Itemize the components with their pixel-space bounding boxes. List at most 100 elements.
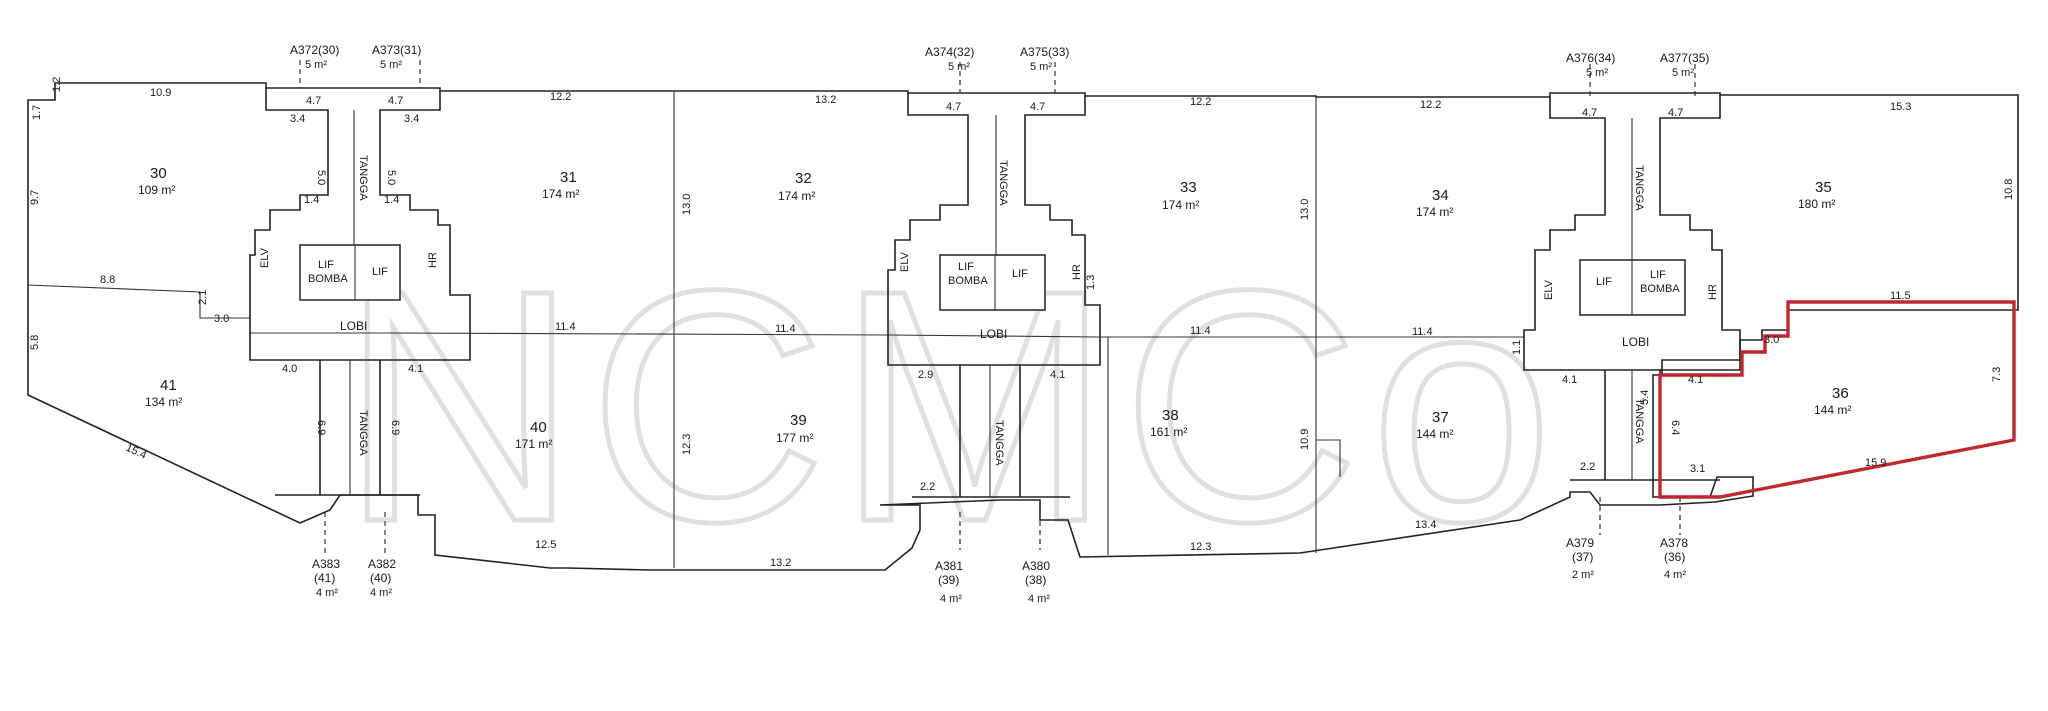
lobby-label-1: LOBI xyxy=(340,319,367,333)
core-dim-30b: 3.0 xyxy=(1764,334,1779,346)
core-dim-22a: 2.2 xyxy=(920,481,935,493)
elv-label-3: ELV xyxy=(1543,279,1555,300)
dim-v-4: 13.0 xyxy=(681,194,693,215)
acc-a379-area: 2 m² xyxy=(1572,569,1594,581)
acc-a379-ref: (37) xyxy=(1572,550,1593,564)
lot-35-area: 180 m² xyxy=(1798,197,1835,211)
dim-mid-5: 11.4 xyxy=(1412,326,1433,338)
lot-41-area: 134 m² xyxy=(145,395,182,409)
core-dim-47a: 4.7 xyxy=(306,95,321,107)
dim-top-5: 12.2 xyxy=(1190,96,1211,108)
edge-dimensions: 1.2 10.9 12.2 13.2 12.2 12.2 15.3 15.4 1… xyxy=(29,77,2015,569)
acc-a380-ref: (38) xyxy=(1025,573,1046,587)
acc-a377-area: 5 m² xyxy=(1672,67,1694,79)
core-dim-29: 1.3 xyxy=(1085,275,1097,290)
acc-a374-area: 5 m² xyxy=(948,61,970,73)
core-dim-21: 2.1 xyxy=(197,290,209,305)
core-dim-41a: 4.1 xyxy=(408,363,423,375)
acc-a380-area: 4 m² xyxy=(1028,593,1050,605)
lot-30-number: 30 xyxy=(150,165,167,182)
lot-40-area: 171 m² xyxy=(515,437,552,451)
core-dim-14b: 1.4 xyxy=(384,194,399,206)
elv-label-1: ELV xyxy=(259,247,271,268)
dim-mid-2: 11.4 xyxy=(555,321,576,333)
lot-38-number: 38 xyxy=(1162,407,1179,424)
lobby-label-2: LOBI xyxy=(980,327,1007,341)
dim-top-2: 10.9 xyxy=(150,87,171,99)
lift-pump-label-3a: LIF xyxy=(1650,269,1666,281)
dim-v-1: 1.7 xyxy=(31,105,43,120)
core-dim-47b: 4.7 xyxy=(388,95,403,107)
dim-v-3: 5.8 xyxy=(29,335,41,350)
lot-36-number: 36 xyxy=(1832,385,1849,402)
acc-a377-code: A377(35) xyxy=(1660,51,1709,65)
lift-label-1: LIF xyxy=(372,266,388,278)
lot-32-area: 174 m² xyxy=(778,189,815,203)
lot-35-number: 35 xyxy=(1815,179,1832,196)
lot-30-area: 109 m² xyxy=(138,183,175,197)
acc-a382-code: A382 xyxy=(368,557,396,571)
core-dim-41d: 4.1 xyxy=(1688,374,1703,386)
dim-v-2: 9.7 xyxy=(29,190,41,205)
lot-33-number: 33 xyxy=(1180,179,1197,196)
dim-bottom-4: 12.3 xyxy=(1190,541,1211,553)
acc-a372-area: 5 m² xyxy=(305,59,327,71)
dim-mid-1: 8.8 xyxy=(100,274,115,286)
lift-pump-label-2b: BOMBA xyxy=(948,275,988,287)
core-dim-22b: 2.2 xyxy=(1580,461,1595,473)
stair-label-1b: TANGGA xyxy=(357,410,369,456)
core-dim-50b: 5.0 xyxy=(385,170,397,185)
lot-37-area: 144 m² xyxy=(1416,427,1453,441)
dim-mid-6: 11.5 xyxy=(1890,290,1911,302)
acc-a374-code: A374(32) xyxy=(925,45,974,59)
lift-label-3: LIF xyxy=(1596,276,1612,288)
core-dim-64: 6.4 xyxy=(1669,420,1681,435)
lot-40-number: 40 xyxy=(530,419,547,436)
core-dim-54: 5.4 xyxy=(1639,390,1651,405)
dim-top-7: 15.3 xyxy=(1890,101,1911,113)
acc-a380-code: A380 xyxy=(1022,559,1050,573)
lift-pump-label-1a: LIF xyxy=(318,259,334,271)
core-dim-30: 3.0 xyxy=(214,313,229,325)
dim-v-6: 13.0 xyxy=(1299,199,1311,220)
stair-label-2a: TANGGA xyxy=(997,160,1009,206)
acc-a383-area: 4 m² xyxy=(316,587,338,599)
acc-a378-code: A378 xyxy=(1660,536,1688,550)
highlighted-lot-36 xyxy=(1658,300,2016,499)
lift-pump-label-2a: LIF xyxy=(958,261,974,273)
core-1 xyxy=(249,88,471,496)
core-2 xyxy=(887,93,1101,498)
dim-top-1: 1.2 xyxy=(51,77,63,92)
acc-a378-ref: (36) xyxy=(1664,550,1685,564)
acc-a378-area: 4 m² xyxy=(1664,569,1686,581)
core-dim-15: 1.1 xyxy=(1511,340,1523,355)
acc-a379-code: A379 xyxy=(1566,536,1594,550)
acc-a383-ref: (41) xyxy=(314,571,335,585)
acc-a375-code: A375(33) xyxy=(1020,45,1069,59)
lot-34-area: 174 m² xyxy=(1416,205,1453,219)
core-dim-47c: 4.7 xyxy=(946,101,961,113)
dim-bottom-6: 15.9 xyxy=(1865,457,1886,469)
stair-label-3b: TANGGA xyxy=(1633,398,1645,444)
core-dim-69b: 6.9 xyxy=(389,420,401,435)
lot-36-area: 144 m² xyxy=(1814,403,1851,417)
hr-label-2: HR xyxy=(1071,264,1083,280)
dim-v-9: 7.3 xyxy=(1991,367,2003,382)
dim-bottom-2: 12.5 xyxy=(535,539,556,551)
stair-label-2b: TANGGA xyxy=(993,420,1005,466)
acc-a376-code: A376(34) xyxy=(1566,51,1615,65)
lift-pump-label-1b: BOMBA xyxy=(308,273,348,285)
core-dim-41b: 4.1 xyxy=(1050,369,1065,381)
lift-label-2: LIF xyxy=(1012,268,1028,280)
core-dim-34a: 3.4 xyxy=(290,113,305,125)
hr-label-3: HR xyxy=(1707,284,1719,300)
stair-label-3a: TANGGA xyxy=(1633,165,1645,211)
acc-a372-code: A372(30) xyxy=(290,43,339,57)
core-dim-31: 3.1 xyxy=(1690,463,1705,475)
acc-a373-area: 5 m² xyxy=(380,59,402,71)
lot-38-area: 161 m² xyxy=(1150,425,1187,439)
lot-32-number: 32 xyxy=(795,170,812,187)
lot-34-number: 34 xyxy=(1432,187,1449,204)
dim-top-4: 13.2 xyxy=(815,94,836,106)
core-dim-47f: 4.7 xyxy=(1668,107,1683,119)
